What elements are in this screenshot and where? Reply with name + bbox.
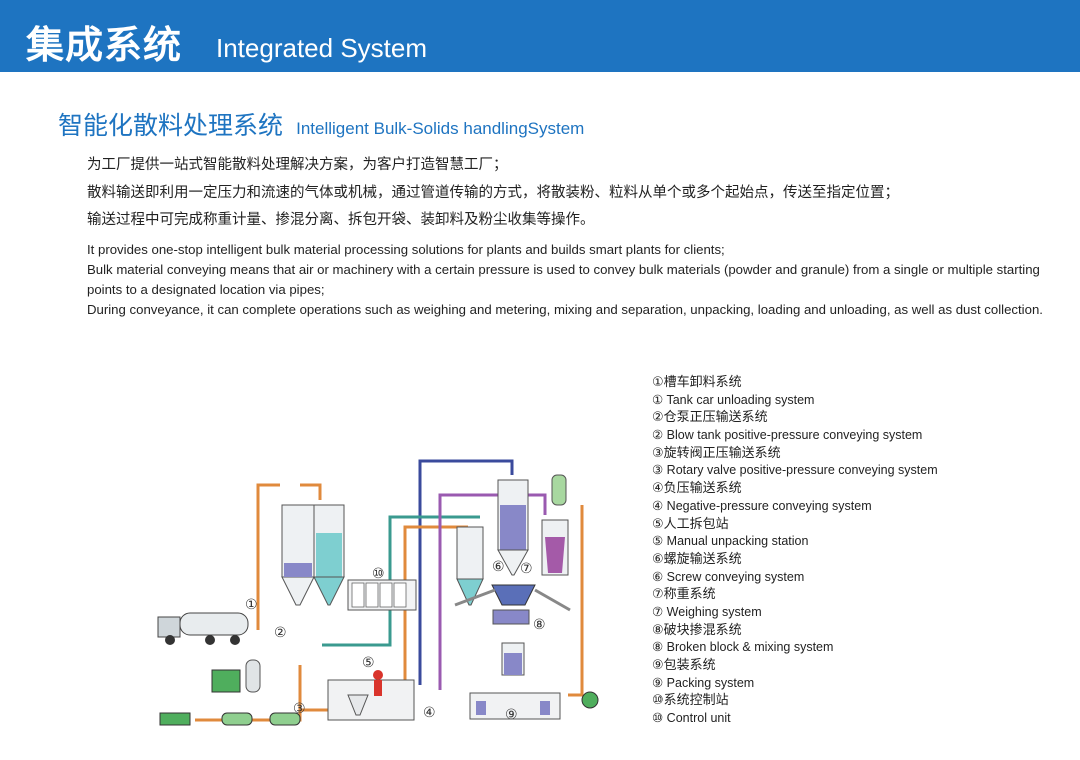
- legend-6-en: ⑥ Screw conveying system: [652, 569, 805, 584]
- system-legend: ①槽车卸料系统 ① Tank car unloading system ②仓泵正…: [652, 374, 1072, 728]
- intro-en-line-1: It provides one-stop intelligent bulk ma…: [87, 242, 725, 257]
- legend-8-zh: ⑧破块掺混系统: [652, 622, 742, 638]
- diagram-marker-9: ⑨: [505, 707, 518, 723]
- legend-1-zh: ①槽车卸料系统: [652, 375, 742, 390]
- legend-1-en: ① Tank car unloading system: [652, 392, 815, 407]
- system-diagram: ① ② ③ ④ ⑤ ⑥ ⑦ ⑧ ⑨ ⑩: [150, 455, 620, 739]
- legend-5-en: ⑤ Manual unpacking station: [652, 534, 809, 549]
- diagram-marker-2: ②: [274, 625, 287, 641]
- legend-4-zh: ④负压输送系统: [652, 481, 742, 497]
- pipe-blow-tank: [300, 483, 322, 500]
- tank-truck-icon: [157, 612, 249, 645]
- legend-4-en: ④ Negative-pressure conveying system: [652, 498, 872, 513]
- legend-7-zh: ⑦称重系统: [652, 587, 716, 603]
- diagram-marker-7: ⑦: [520, 561, 533, 577]
- legend-10-zh: ⑩系统控制站: [652, 693, 729, 709]
- intro-en: It provides one-stop intelligent bulk ma…: [87, 240, 1047, 320]
- twin-silo-icon: [281, 504, 345, 606]
- legend-5-zh: ⑤人工拆包站: [652, 516, 729, 532]
- legend-3-zh: ③旋转阀正压输送系统: [652, 445, 781, 461]
- legend-10-en: ⑩ Control unit: [652, 711, 731, 726]
- legend-9-en: ⑨ Packing system: [652, 675, 755, 690]
- intro-zh-line-1: 为工厂提供一站式智能散料处理解决方案，为客户打造智慧工厂；: [87, 157, 508, 173]
- diagram-marker-4: ④: [423, 705, 436, 721]
- pipe-right-orange: [568, 505, 584, 697]
- unpacking-station-icon: [327, 670, 415, 721]
- section-title-en: Intelligent Bulk-Solids handlingSystem: [296, 119, 585, 138]
- legend-9-zh: ⑨包装系统: [652, 658, 716, 673]
- system-diagram-svg: ① ② ③ ④ ⑤ ⑥ ⑦ ⑧ ⑨ ⑩: [157, 459, 599, 726]
- intro-zh: 为工厂提供一站式智能散料处理解决方案，为客户打造智慧工厂； 散料输送即利用一定压…: [87, 152, 1057, 235]
- diagram-marker-3: ③: [293, 701, 306, 717]
- pipe-tank-car: [256, 483, 280, 630]
- pipe-purple: [438, 493, 547, 690]
- legend-2-en: ② Blow tank positive-pressure conveying …: [652, 428, 923, 443]
- diagram-marker-8: ⑧: [533, 617, 546, 633]
- blower-equipment-icon: [159, 659, 301, 726]
- intro-en-line-3: During conveyance, it can complete opera…: [87, 302, 1043, 317]
- header-banner: 集成系统 Integrated System: [0, 0, 1080, 72]
- legend-8-en: ⑧ Broken block & mixing system: [652, 640, 834, 655]
- diagram-marker-10: ⑩: [372, 566, 385, 582]
- section-title-zh: 智能化散料处理系统: [58, 111, 284, 140]
- header-title-zh: 集成系统: [26, 23, 183, 67]
- diagram-marker-1: ①: [245, 597, 258, 613]
- right-silos-icon: [456, 474, 569, 606]
- legend-2-zh: ②仓泵正压输送系统: [652, 410, 768, 426]
- header-title-en: Integrated System: [216, 33, 427, 63]
- control-cabinet-icon: [347, 579, 417, 611]
- legend-3-en: ③ Rotary valve positive-pressure conveyi…: [652, 463, 938, 478]
- intro-zh-line-2: 散料输送即利用一定压力和流速的气体或机械，通过管道传输的方式，将散装粉、粒料从单…: [87, 184, 899, 201]
- legend-6-zh: ⑥螺旋输送系统: [652, 551, 742, 567]
- diagram-marker-5: ⑤: [362, 655, 375, 671]
- section-title: 智能化散料处理系统 Intelligent Bulk-Solids handli…: [58, 106, 584, 142]
- intro-en-line-2: Bulk material conveying means that air o…: [87, 262, 1040, 297]
- diagram-marker-6: ⑥: [492, 559, 505, 575]
- pipe-negative-pressure: [418, 459, 514, 685]
- intro-zh-line-3: 输送过程中可完成称重计量、掺混分离、拆包开袋、装卸料及粉尘收集等操作。: [87, 212, 595, 228]
- mixing-packing-icon: [454, 584, 599, 720]
- legend-7-en: ⑦ Weighing system: [652, 604, 762, 619]
